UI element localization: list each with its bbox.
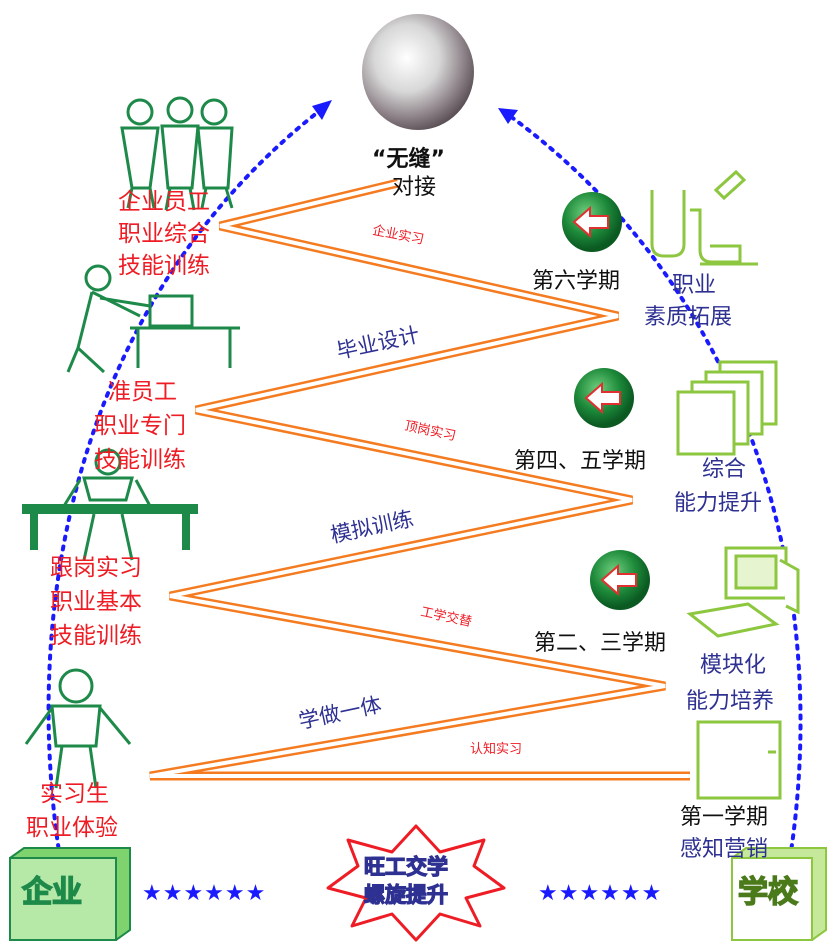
burst-line2: 螺旋提升 bbox=[363, 882, 448, 907]
stage-quasi-line2: 职业专门 bbox=[94, 413, 186, 439]
bench-worker-icon bbox=[22, 448, 198, 561]
semester-six-label: 第六学期 bbox=[532, 269, 621, 294]
worker-pushing-icon bbox=[66, 264, 240, 374]
school-arrow-head bbox=[498, 108, 518, 124]
stage-quasi-line1: 准员工 bbox=[108, 379, 177, 405]
lab-microscope-icon bbox=[650, 169, 758, 266]
stage-employee-line2: 职业综合 bbox=[118, 221, 210, 247]
enterprise-arrow-head bbox=[312, 100, 332, 120]
enterprise-box-label: 企业 bbox=[21, 874, 83, 910]
intern-figure-icon bbox=[24, 668, 132, 789]
school-stage-ability-line1: 综合 bbox=[702, 457, 747, 482]
school-stage-first-line1: 第一学期 bbox=[680, 805, 769, 830]
enterprise-dotted-arc bbox=[46, 110, 320, 860]
pearl-icon bbox=[362, 14, 474, 130]
stage-intern-line2: 职业体验 bbox=[26, 815, 118, 841]
stage-employee-line1: 企业员工 bbox=[118, 189, 210, 215]
documents-stack-icon bbox=[676, 360, 778, 456]
spiral-burst-badge bbox=[326, 824, 506, 942]
burst-line1: 旺工交学 bbox=[363, 854, 448, 879]
semester-four-five-label: 第四、五学期 bbox=[514, 449, 647, 474]
school-stage-quality-line1: 职业 bbox=[672, 273, 717, 298]
semester-arrow-icon-2 bbox=[574, 368, 634, 428]
stage-follow-line2: 职业基本 bbox=[50, 589, 142, 615]
school-stage-module-line2: 能力培养 bbox=[686, 689, 775, 714]
stage-follow-line1: 跟岗实习 bbox=[50, 555, 142, 581]
computer-icon bbox=[686, 546, 800, 638]
stage-follow-line3: 技能训练 bbox=[50, 623, 142, 649]
stage-employee-line3: 技能训练 bbox=[118, 253, 210, 279]
school-box-label: 学校 bbox=[737, 874, 799, 910]
school-stage-ability-line2: 能力提升 bbox=[674, 491, 763, 516]
stage-intern-line1: 实习生 bbox=[40, 781, 109, 807]
school-stage-quality-line2: 素质拓展 bbox=[644, 305, 733, 330]
employees-group-icon bbox=[120, 96, 234, 211]
cognitive-internship-label: 认知实习 bbox=[470, 742, 523, 757]
semester-arrow-icon-3 bbox=[590, 550, 650, 610]
stars-right: ★★★★★★ bbox=[538, 881, 663, 906]
connect-label: 对接 bbox=[392, 175, 437, 200]
door-icon bbox=[696, 720, 782, 800]
seamless-quote-label: “无缝” bbox=[372, 147, 445, 172]
stage-quasi-line3: 技能训练 bbox=[94, 447, 186, 473]
school-box bbox=[731, 847, 827, 941]
spiral-zigzag bbox=[149, 178, 690, 781]
semester-two-three-label: 第二、三学期 bbox=[534, 631, 667, 656]
semester-arrow-icon-1 bbox=[562, 192, 622, 252]
school-stage-module-line1: 模块化 bbox=[700, 653, 767, 678]
enterprise-box bbox=[9, 847, 131, 941]
school-stage-first-line2: 感知营销 bbox=[680, 837, 769, 862]
stars-left: ★★★★★★ bbox=[142, 881, 267, 906]
